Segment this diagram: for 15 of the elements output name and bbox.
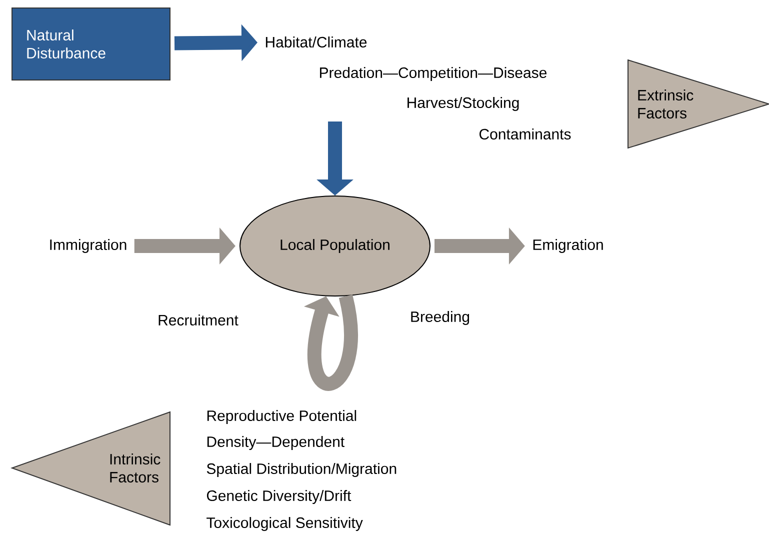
- arrow: [304, 294, 358, 390]
- factor-label: Contaminants: [480, 128, 571, 140]
- factor-label: Recruitment: [158, 314, 238, 326]
- factor-label: Predation—Competition—Disease: [320, 67, 547, 81]
- factor-label: Toxicological Sensitivity: [206, 517, 363, 531]
- disturbance-box: Natural Disturbance: [12, 8, 170, 80]
- factor-label: Reproductive Potential: [207, 410, 356, 424]
- factor-label: Spatial Distribution/Migration: [206, 463, 396, 477]
- factor-label: Emigration: [533, 239, 603, 253]
- factor-label: Immigration: [50, 239, 126, 253]
- factor-label: Breeding: [411, 311, 470, 325]
- factor-label: Harvest/Stocking: [408, 97, 519, 111]
- factor-label: Genetic Diversity/Drift: [206, 490, 352, 504]
- factor-label: Density—Dependent: [207, 436, 344, 450]
- factor-label: Habitat/Climate: [266, 36, 367, 48]
